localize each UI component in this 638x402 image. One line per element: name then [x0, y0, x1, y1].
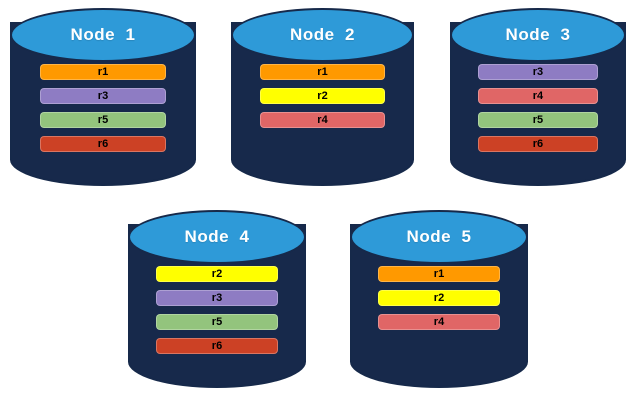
node-cylinder-1[interactable]: Node 1 r1 r3 r5 r6 [10, 8, 196, 186]
cylinder-shape: Node 4 [128, 210, 306, 388]
replica-bar-r3[interactable]: r3 [478, 64, 598, 80]
cylinder-top-cap: Node 3 [450, 8, 626, 62]
replica-bar-r1[interactable]: r1 [260, 64, 385, 80]
replica-bar-r6[interactable]: r6 [39, 136, 167, 152]
replica-bar-r5[interactable]: r5 [156, 314, 278, 330]
replica-bar-r1[interactable]: r1 [378, 266, 500, 282]
cylinder-shape: Node 3 [450, 8, 626, 186]
cylinder-shape: Node 2 [231, 8, 414, 186]
node-cylinder-2[interactable]: Node 2 r1 r2 r4 [231, 8, 414, 186]
node-title: Node 5 [406, 227, 472, 246]
replica-list: r3 r4 r5 r6 [450, 64, 626, 152]
replica-bar-r4[interactable]: r4 [260, 112, 385, 128]
replica-bar-r4[interactable]: r4 [478, 88, 598, 104]
cylinder-shape: Node 5 [350, 210, 528, 388]
cylinder-shape: Node 1 [10, 8, 196, 186]
node-cylinder-4[interactable]: Node 4 r2 r3 r5 r6 [128, 210, 306, 388]
replica-bar-r5[interactable]: r5 [478, 112, 598, 128]
replica-bar-r6[interactable]: r6 [156, 338, 278, 354]
cylinder-top-cap: Node 2 [231, 8, 414, 62]
cylinder-top-cap: Node 1 [10, 8, 196, 62]
node-cylinder-5[interactable]: Node 5 r1 r2 r4 [350, 210, 528, 388]
cylinder-top-cap: Node 5 [350, 210, 528, 264]
node-cylinder-3[interactable]: Node 3 r3 r4 r5 r6 [450, 8, 626, 186]
replica-bar-r4[interactable]: r4 [378, 314, 500, 330]
replica-list: r1 r3 r5 r6 [10, 64, 196, 152]
cylinder-top-cap: Node 4 [128, 210, 306, 264]
replica-bar-r2[interactable]: r2 [260, 88, 385, 104]
node-title: Node 2 [290, 25, 355, 44]
replica-bar-r1[interactable]: r1 [39, 64, 167, 80]
replica-bar-r6[interactable]: r6 [478, 136, 598, 152]
replica-list: r2 r3 r5 r6 [128, 266, 306, 354]
replica-list: r1 r2 r4 [350, 266, 528, 330]
replica-bar-r5[interactable]: r5 [39, 112, 167, 128]
replica-bar-r3[interactable]: r3 [156, 290, 278, 306]
replica-list: r1 r2 r4 [231, 64, 414, 128]
node-title: Node 4 [184, 227, 250, 246]
replica-bar-r2[interactable]: r2 [378, 290, 500, 306]
node-title: Node 1 [70, 25, 136, 44]
node-title: Node 3 [505, 25, 571, 44]
replica-bar-r2[interactable]: r2 [156, 266, 278, 282]
replica-bar-r3[interactable]: r3 [39, 88, 167, 104]
